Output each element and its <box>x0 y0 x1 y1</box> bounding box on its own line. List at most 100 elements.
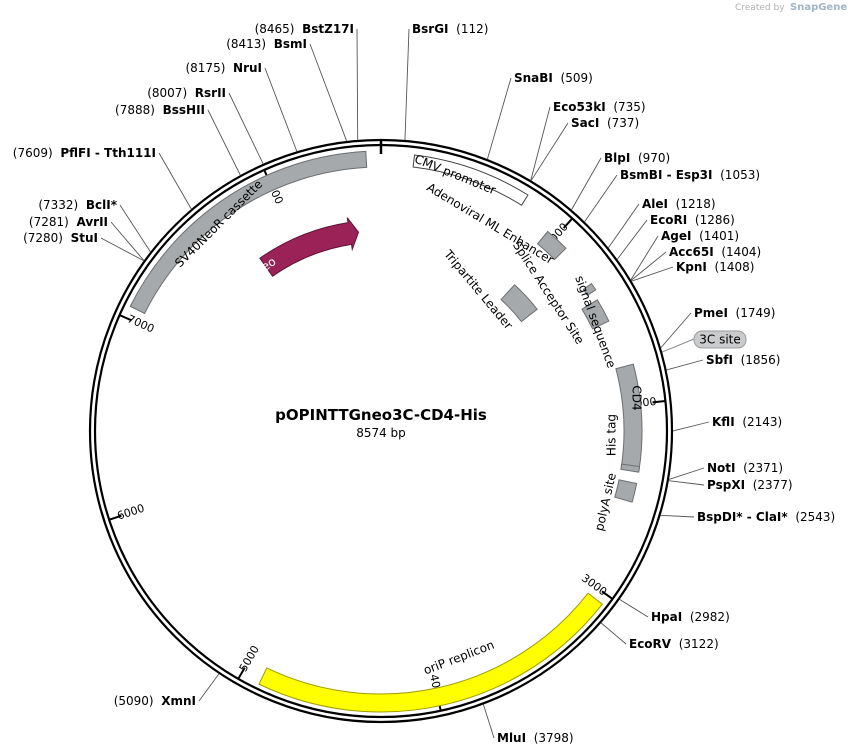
enzyme-position: (2543) <box>795 510 835 524</box>
enzyme-position: (8465) <box>255 22 295 36</box>
enzyme-leader <box>660 312 692 349</box>
enzyme-leader <box>619 598 649 618</box>
enzyme-site: BsmBI - Esp3I (1053) <box>584 168 760 222</box>
enzyme-name: BsmI <box>274 37 307 51</box>
enzyme-leader <box>264 67 298 152</box>
feature-orip-shape <box>258 592 603 713</box>
feature-orip-label: oriP replicon <box>422 638 497 678</box>
enzyme-leader <box>207 109 241 176</box>
enzyme-label: (7888) BssHII <box>115 103 205 117</box>
enzyme-site: PspXI (2377) <box>668 478 793 492</box>
enzyme-leader <box>228 92 264 165</box>
tick-label: 5000 <box>237 643 262 674</box>
enzyme-site: PmeI (1749) <box>660 306 775 349</box>
enzyme-position: (2982) <box>690 610 730 624</box>
enzyme-position: (112) <box>456 22 488 36</box>
enzyme-label: (5090) XmnI <box>114 694 196 708</box>
enzyme-site: EcoRV (3122) <box>600 622 719 651</box>
enzyme-name: HpaI <box>651 610 682 624</box>
feature-orip: oriP replicon <box>258 592 603 713</box>
enzyme-site: SnaBI (509) <box>486 71 593 160</box>
backbone <box>88 138 674 724</box>
feature-tripartite-label: Tripartite Leader <box>441 247 516 333</box>
enzyme-leader <box>666 359 704 371</box>
enzyme-position: (1286) <box>695 213 735 227</box>
feature-neo-shape <box>259 217 360 277</box>
enzyme-name: BssHII <box>163 103 205 117</box>
enzyme-site: BlpI (970) <box>571 151 670 210</box>
enzyme-label: (7332) BclI* <box>38 198 117 212</box>
feature-signal-seq: signal sequence <box>572 274 618 370</box>
enzyme-label: EcoRV (3122) <box>629 637 719 651</box>
enzyme-position: (1404) <box>721 245 761 259</box>
enzyme-leader <box>630 235 659 281</box>
enzyme-position: (2371) <box>743 461 783 475</box>
enzyme-leader <box>631 266 674 282</box>
enzyme-leader <box>486 77 512 160</box>
enzyme-position: (8175) <box>185 61 225 75</box>
enzyme-site: BspDI* - ClaI* (2543) <box>660 510 835 524</box>
enzyme-name: PflFI - Tth111I <box>60 146 156 160</box>
enzyme-leader <box>608 203 640 249</box>
enzyme-position: (7888) <box>115 103 155 117</box>
tick-mark <box>601 590 614 600</box>
enzyme-position: (735) <box>613 100 645 114</box>
feature-polya-shape <box>614 479 638 503</box>
enzyme-label: AleI (1218) <box>642 197 716 211</box>
plasmid-center: pOPINTTGneo3C-CD4-His 8574 bp <box>275 406 487 440</box>
enzyme-name: BsrGI <box>412 22 449 36</box>
enzyme-position: (7609) <box>13 146 53 160</box>
feature-cd4: CD4 <box>615 363 644 471</box>
enzyme-name: BclI* <box>86 198 118 212</box>
enzyme-position: (1749) <box>736 306 776 320</box>
plasmid-size: 8574 bp <box>356 426 406 440</box>
feature-cmv-promoter-shape <box>412 154 529 206</box>
enzyme-name: EcoRV <box>629 637 672 651</box>
snapgene-credit: Created by SnapGene <box>735 2 847 13</box>
enzyme-site: SacI (737) <box>530 116 639 181</box>
enzyme-name: BspDI* - ClaI* <box>697 510 788 524</box>
feature-neo: Neo <box>251 217 360 279</box>
enzyme-leader <box>668 467 705 480</box>
enzyme-label: (8175) NruI <box>185 61 262 75</box>
enzyme-name: AvrII <box>76 215 108 229</box>
enzyme-label: SacI (737) <box>571 116 639 130</box>
enzyme-label: EcoRI (1286) <box>650 213 735 227</box>
enzyme-leader <box>530 122 569 181</box>
enzyme-site: (8413) BsmI <box>226 37 348 142</box>
enzyme-name: SnaBI <box>514 71 553 85</box>
enzyme-leader <box>630 251 667 281</box>
enzyme-label: (8465) BstZ17I <box>255 22 354 36</box>
enzyme-name: SbfI <box>706 353 733 367</box>
enzyme-site: EcoRI (1286) <box>616 213 735 260</box>
tick-mark <box>237 667 246 680</box>
enzyme-label: BspDI* - ClaI* (2543) <box>697 510 835 524</box>
enzyme-name: XmnI <box>161 694 196 708</box>
enzyme-label: PmeI (1749) <box>694 306 775 320</box>
credit-prefix: Created by <box>735 3 785 13</box>
enzyme-site: (8465) BstZ17I <box>255 22 359 140</box>
feature-polya: polyA site <box>592 472 638 532</box>
enzyme-label: (7281) AvrII <box>29 215 108 229</box>
enzyme-leader <box>672 421 710 432</box>
enzyme-name: BstZ17I <box>302 22 354 36</box>
enzyme-site: AleI (1218) <box>608 197 716 249</box>
tick-mark <box>119 314 132 322</box>
enzyme-leader <box>668 480 705 486</box>
enzyme-name: MluI <box>497 731 526 745</box>
enzyme-position: (3798) <box>534 731 574 745</box>
enzyme-leader <box>584 174 618 222</box>
enzyme-position: (1401) <box>699 229 739 243</box>
enzyme-site: NotI (2371) <box>668 461 783 480</box>
site-tag-label: 3C site <box>699 333 741 347</box>
enzyme-label: (8007) RsrII <box>147 86 226 100</box>
enzyme-position: (2143) <box>742 415 782 429</box>
enzyme-label: HpaI (2982) <box>651 610 730 624</box>
enzyme-position: (509) <box>561 71 593 85</box>
enzyme-name: KpnI <box>676 260 707 274</box>
enzyme-label: (7609) PflFI - Tth111I <box>13 146 156 160</box>
enzyme-name: SacI <box>571 116 599 130</box>
tick-mark <box>108 514 122 521</box>
